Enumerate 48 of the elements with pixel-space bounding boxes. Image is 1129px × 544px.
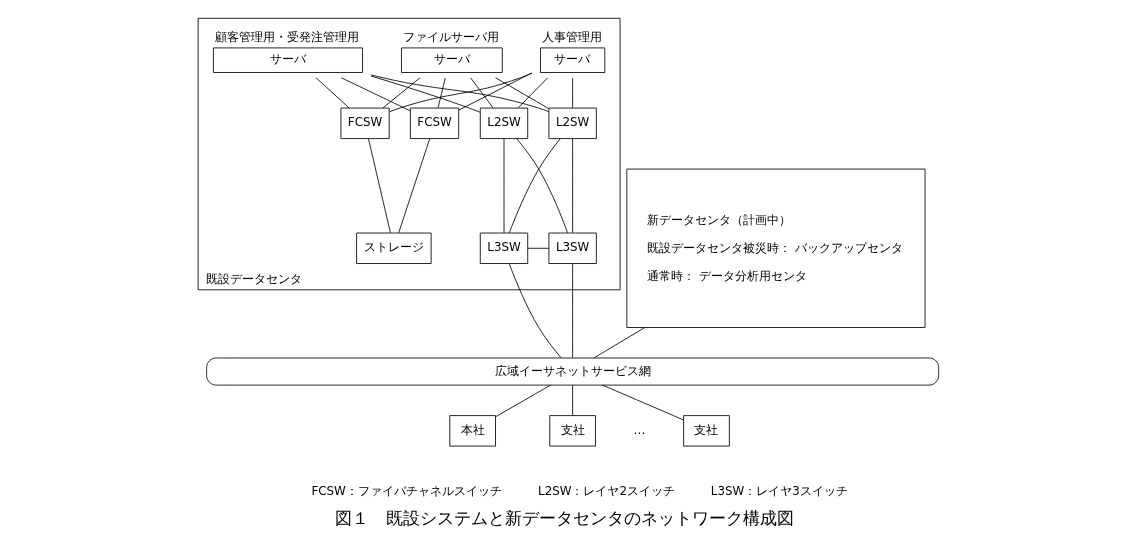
node-label: ファイルサーバ用	[402, 30, 499, 45]
node-box: L2SW	[479, 107, 528, 139]
node-box: 広域イーサネットサービス網	[205, 357, 939, 386]
node-box: 支社	[548, 415, 596, 447]
connector	[508, 138, 561, 234]
node-box: ストレージ	[355, 232, 432, 264]
connector	[494, 77, 549, 110]
node-box: 本社	[448, 415, 496, 447]
connector	[494, 384, 551, 418]
connector	[515, 138, 568, 234]
connector	[367, 138, 391, 234]
label: …	[633, 422, 645, 437]
connector	[469, 77, 493, 109]
node-box: FCSW	[340, 107, 390, 139]
node-label: 人事管理用	[541, 30, 602, 45]
connector	[571, 263, 573, 359]
connector	[458, 72, 532, 111]
connector	[571, 77, 573, 109]
node-box: サーバ	[212, 47, 363, 73]
connector	[340, 77, 411, 112]
connector	[315, 77, 350, 109]
node-box: L3SW	[547, 232, 597, 264]
connector	[437, 77, 446, 109]
connector	[397, 138, 430, 234]
label: L3SW：レイヤ3スイッチ	[710, 483, 848, 498]
connector	[571, 384, 573, 416]
node-box: 新データセンタ（計画中） 既設データセンタ被災時： バックアップセンタ 通常時： データ分析用センタ	[625, 168, 925, 328]
node-label: 顧客管理用・受発注管理用	[214, 30, 359, 45]
node-box: サーバ	[400, 47, 503, 73]
connector	[388, 72, 532, 113]
connector	[517, 77, 548, 109]
node-box: L3SW	[479, 232, 528, 264]
node-box: サーバ	[539, 47, 605, 73]
connector	[526, 247, 549, 249]
connector	[370, 74, 549, 113]
connector	[601, 384, 684, 421]
label: FCSW：ファイバチャネルスイッチ	[310, 483, 502, 498]
connector	[370, 75, 481, 113]
node-box: L2SW	[547, 107, 597, 139]
node-box: FCSW	[409, 107, 459, 139]
node-box: 支社	[682, 415, 730, 447]
connector	[503, 138, 504, 234]
caption: 図１ 既設システムと新データセンタのネットワーク構成図	[335, 508, 794, 529]
connector	[508, 263, 561, 359]
label: L2SW：レイヤ2スイッチ	[537, 483, 675, 498]
connector	[593, 327, 645, 359]
connector	[571, 138, 573, 234]
connector	[381, 77, 420, 109]
